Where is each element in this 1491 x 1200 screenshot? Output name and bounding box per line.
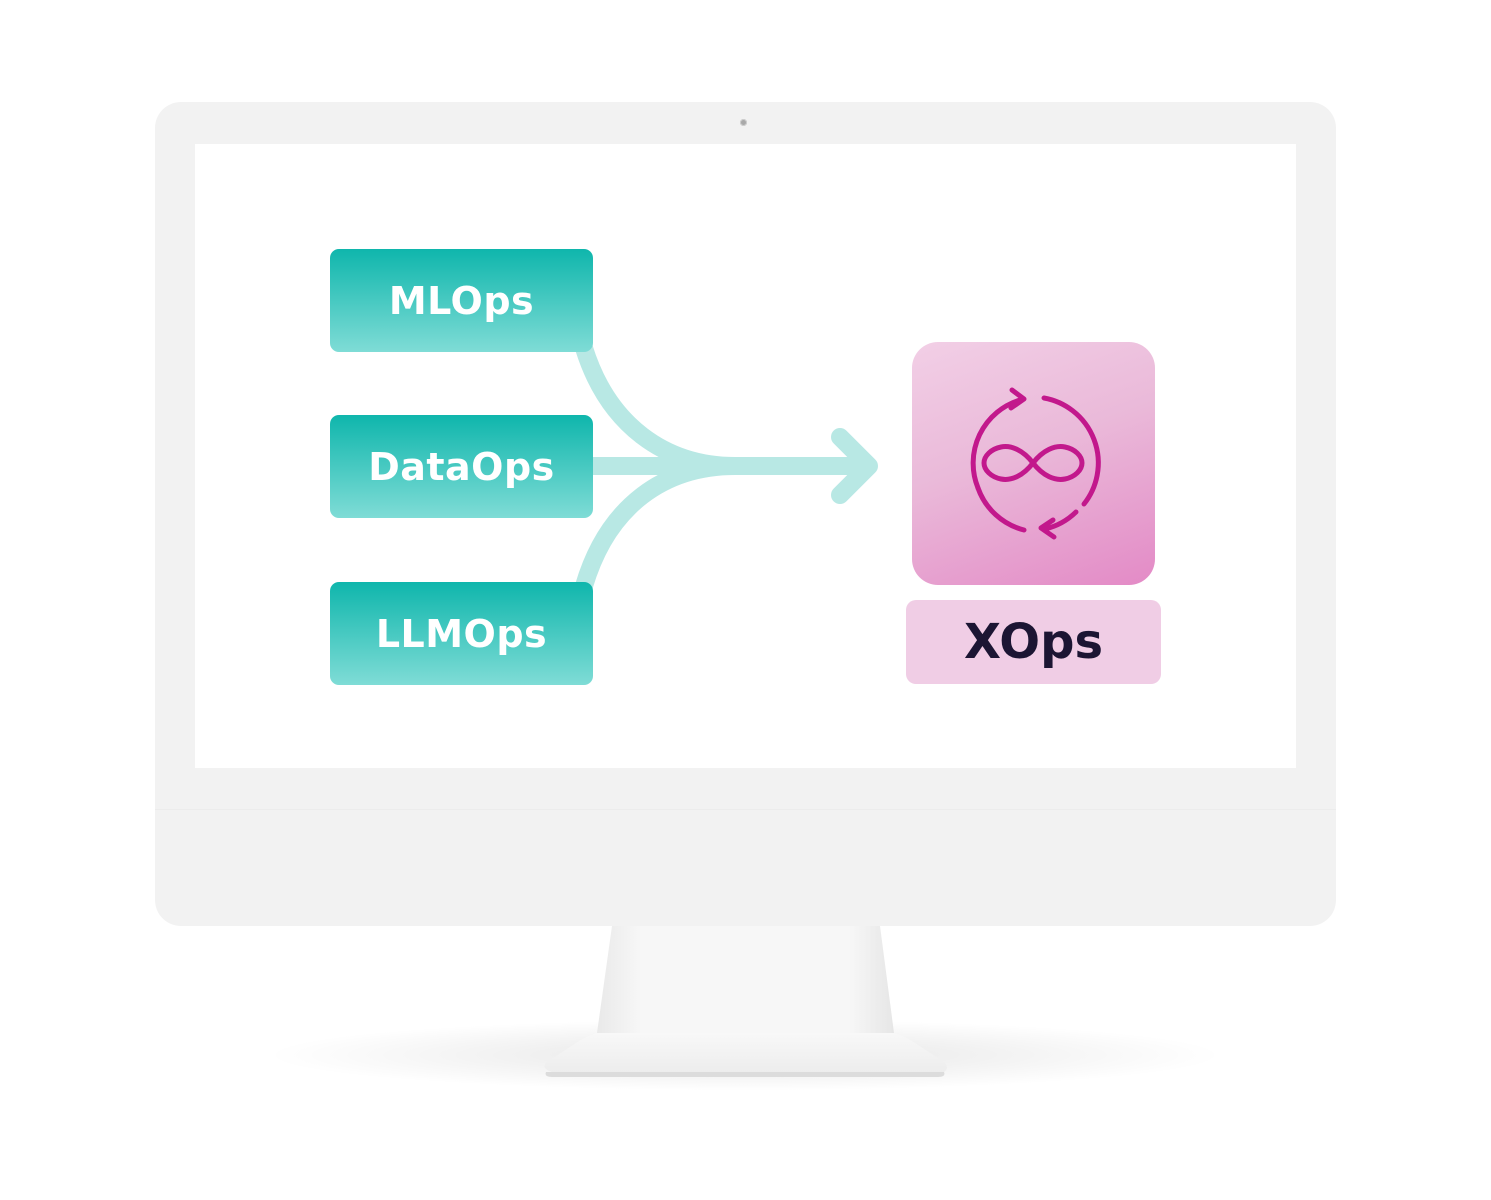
flow-arrow-head xyxy=(831,428,878,504)
camera-dot xyxy=(740,119,747,126)
stand-neck xyxy=(597,926,894,1033)
connector-mlops xyxy=(575,339,859,475)
source-box-dataops: DataOps xyxy=(330,415,593,518)
stand-base xyxy=(544,1033,947,1072)
connector-llmops xyxy=(575,457,744,595)
stand-base-edge xyxy=(545,1072,945,1077)
monitor-chin-divider xyxy=(155,809,1336,810)
target-tile xyxy=(912,342,1155,585)
source-box-llmops: LLMOps xyxy=(330,582,593,685)
source-label: MLOps xyxy=(388,278,535,323)
target-label: XOps xyxy=(963,614,1104,670)
source-label: LLMOps xyxy=(375,611,548,656)
target-label-box: XOps xyxy=(906,600,1161,684)
source-label: DataOps xyxy=(368,444,555,489)
source-box-mlops: MLOps xyxy=(330,249,593,352)
infinity-cycle-icon xyxy=(970,387,1101,540)
